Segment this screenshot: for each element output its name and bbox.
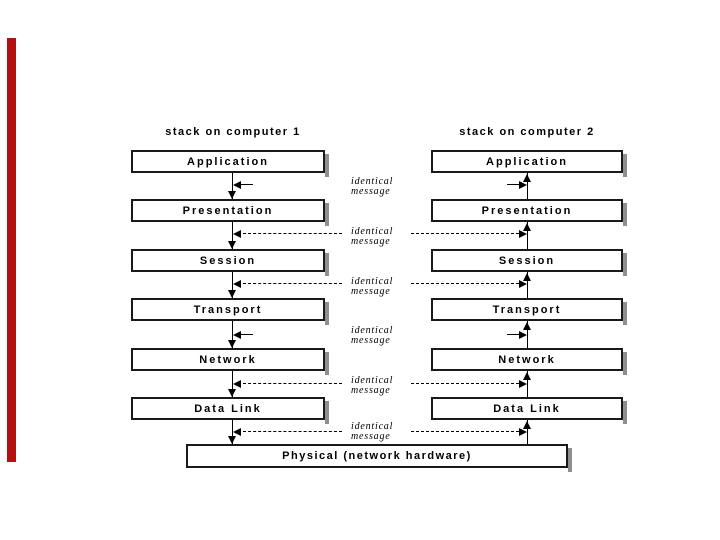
up-arrowhead-icon xyxy=(523,273,531,281)
layer-box-datalink-left: Data Link xyxy=(131,397,329,424)
left-arrowhead-icon xyxy=(233,380,241,388)
right-arrowhead-icon xyxy=(519,380,527,388)
solid-connector-left xyxy=(241,184,253,185)
identical-message-line1: identical xyxy=(351,325,394,336)
flow-line-up xyxy=(527,272,528,298)
flow-line-down xyxy=(232,272,233,298)
identical-message-line2: message xyxy=(351,286,391,297)
identical-message-line1: identical xyxy=(351,375,394,386)
identical-message-label: identical message xyxy=(351,177,421,197)
flow-line-up xyxy=(527,173,528,199)
down-arrowhead-icon xyxy=(228,340,236,348)
layer-box-network-left: Network xyxy=(131,348,329,375)
solid-connector-right xyxy=(507,184,519,185)
up-arrowhead-icon xyxy=(523,372,531,380)
dashed-connector-right xyxy=(411,233,519,234)
dashed-connector-left xyxy=(243,233,342,234)
identical-message-line1: identical xyxy=(351,226,394,237)
up-arrowhead-icon xyxy=(523,223,531,231)
identical-message-line2: message xyxy=(351,236,391,247)
flow-line-down xyxy=(232,222,233,249)
layer-box-session-right: Session xyxy=(431,249,627,276)
right-arrowhead-icon xyxy=(519,428,527,436)
identical-message-line2: message xyxy=(351,385,391,396)
physical-layer-box: Physical (network hardware) xyxy=(186,444,572,472)
layer-box-application-left: Application xyxy=(131,150,329,177)
down-arrowhead-icon xyxy=(228,241,236,249)
identical-message-line2: message xyxy=(351,186,391,197)
dashed-connector-left xyxy=(243,383,342,384)
layer-box-datalink-right: Data Link xyxy=(431,397,627,424)
identical-message-label: identical message xyxy=(351,326,421,346)
up-arrowhead-icon xyxy=(523,174,531,182)
flow-line-down xyxy=(232,420,233,444)
solid-connector-right xyxy=(507,334,519,335)
up-arrowhead-icon xyxy=(523,421,531,429)
dashed-connector-right xyxy=(411,383,519,384)
identical-message-label: identical message xyxy=(351,277,421,297)
up-arrowhead-icon xyxy=(523,322,531,330)
flow-line-down xyxy=(232,371,233,397)
identical-message-line1: identical xyxy=(351,421,394,432)
identical-message-label: identical message xyxy=(351,227,421,247)
left-arrowhead-icon xyxy=(233,428,241,436)
layer-box-presentation-right: Presentation xyxy=(431,199,627,226)
down-arrowhead-icon xyxy=(228,436,236,444)
identical-message-line2: message xyxy=(351,431,391,442)
left-arrowhead-icon xyxy=(233,181,241,189)
layer-box-application-right: Application xyxy=(431,150,627,177)
red-accent-bar xyxy=(7,38,16,462)
flow-line-up xyxy=(527,371,528,397)
left-arrowhead-icon xyxy=(233,230,241,238)
right-arrowhead-icon xyxy=(519,181,527,189)
right-arrowhead-icon xyxy=(519,331,527,339)
identical-message-line1: identical xyxy=(351,276,394,287)
flow-line-down xyxy=(232,173,233,199)
flow-line-up xyxy=(527,222,528,249)
down-arrowhead-icon xyxy=(228,191,236,199)
layer-box-transport-left: Transport xyxy=(131,298,329,325)
identical-message-label: identical message xyxy=(351,422,421,442)
layer-box-session-left: Session xyxy=(131,249,329,276)
right-arrowhead-icon xyxy=(519,230,527,238)
layer-box-presentation-left: Presentation xyxy=(131,199,329,226)
flow-line-down xyxy=(232,321,233,348)
dashed-connector-left xyxy=(243,431,342,432)
dashed-connector-left xyxy=(243,283,342,284)
identical-message-line1: identical xyxy=(351,176,394,187)
dashed-connector-right xyxy=(411,283,519,284)
identical-message-label: identical message xyxy=(351,376,421,396)
stack2-title: stack on computer 2 xyxy=(459,126,595,138)
flow-line-up xyxy=(527,420,528,444)
right-arrowhead-icon xyxy=(519,280,527,288)
left-arrowhead-icon xyxy=(233,331,241,339)
solid-connector-left xyxy=(241,334,253,335)
left-arrowhead-icon xyxy=(233,280,241,288)
layer-box-transport-right: Transport xyxy=(431,298,627,325)
dashed-connector-right xyxy=(411,431,519,432)
down-arrowhead-icon xyxy=(228,290,236,298)
flow-line-up xyxy=(527,321,528,348)
down-arrowhead-icon xyxy=(228,389,236,397)
layer-box-network-right: Network xyxy=(431,348,627,375)
stack1-title: stack on computer 1 xyxy=(165,126,301,138)
identical-message-line2: message xyxy=(351,335,391,346)
